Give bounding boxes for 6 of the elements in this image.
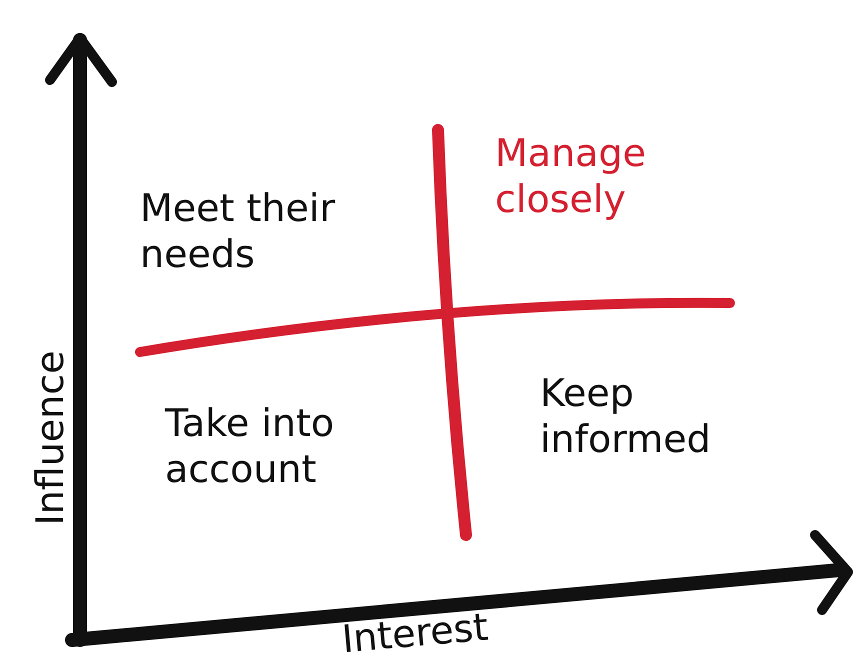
quadrant-label: Meet their needs [140, 185, 336, 277]
quadrant-label: Keep informed [540, 370, 712, 462]
axis-label: Interest [339, 604, 491, 664]
quadrant-label: Take into account [165, 400, 336, 492]
axis-label: Influence [27, 349, 73, 528]
quadrant-label: Manage closely [495, 130, 647, 222]
